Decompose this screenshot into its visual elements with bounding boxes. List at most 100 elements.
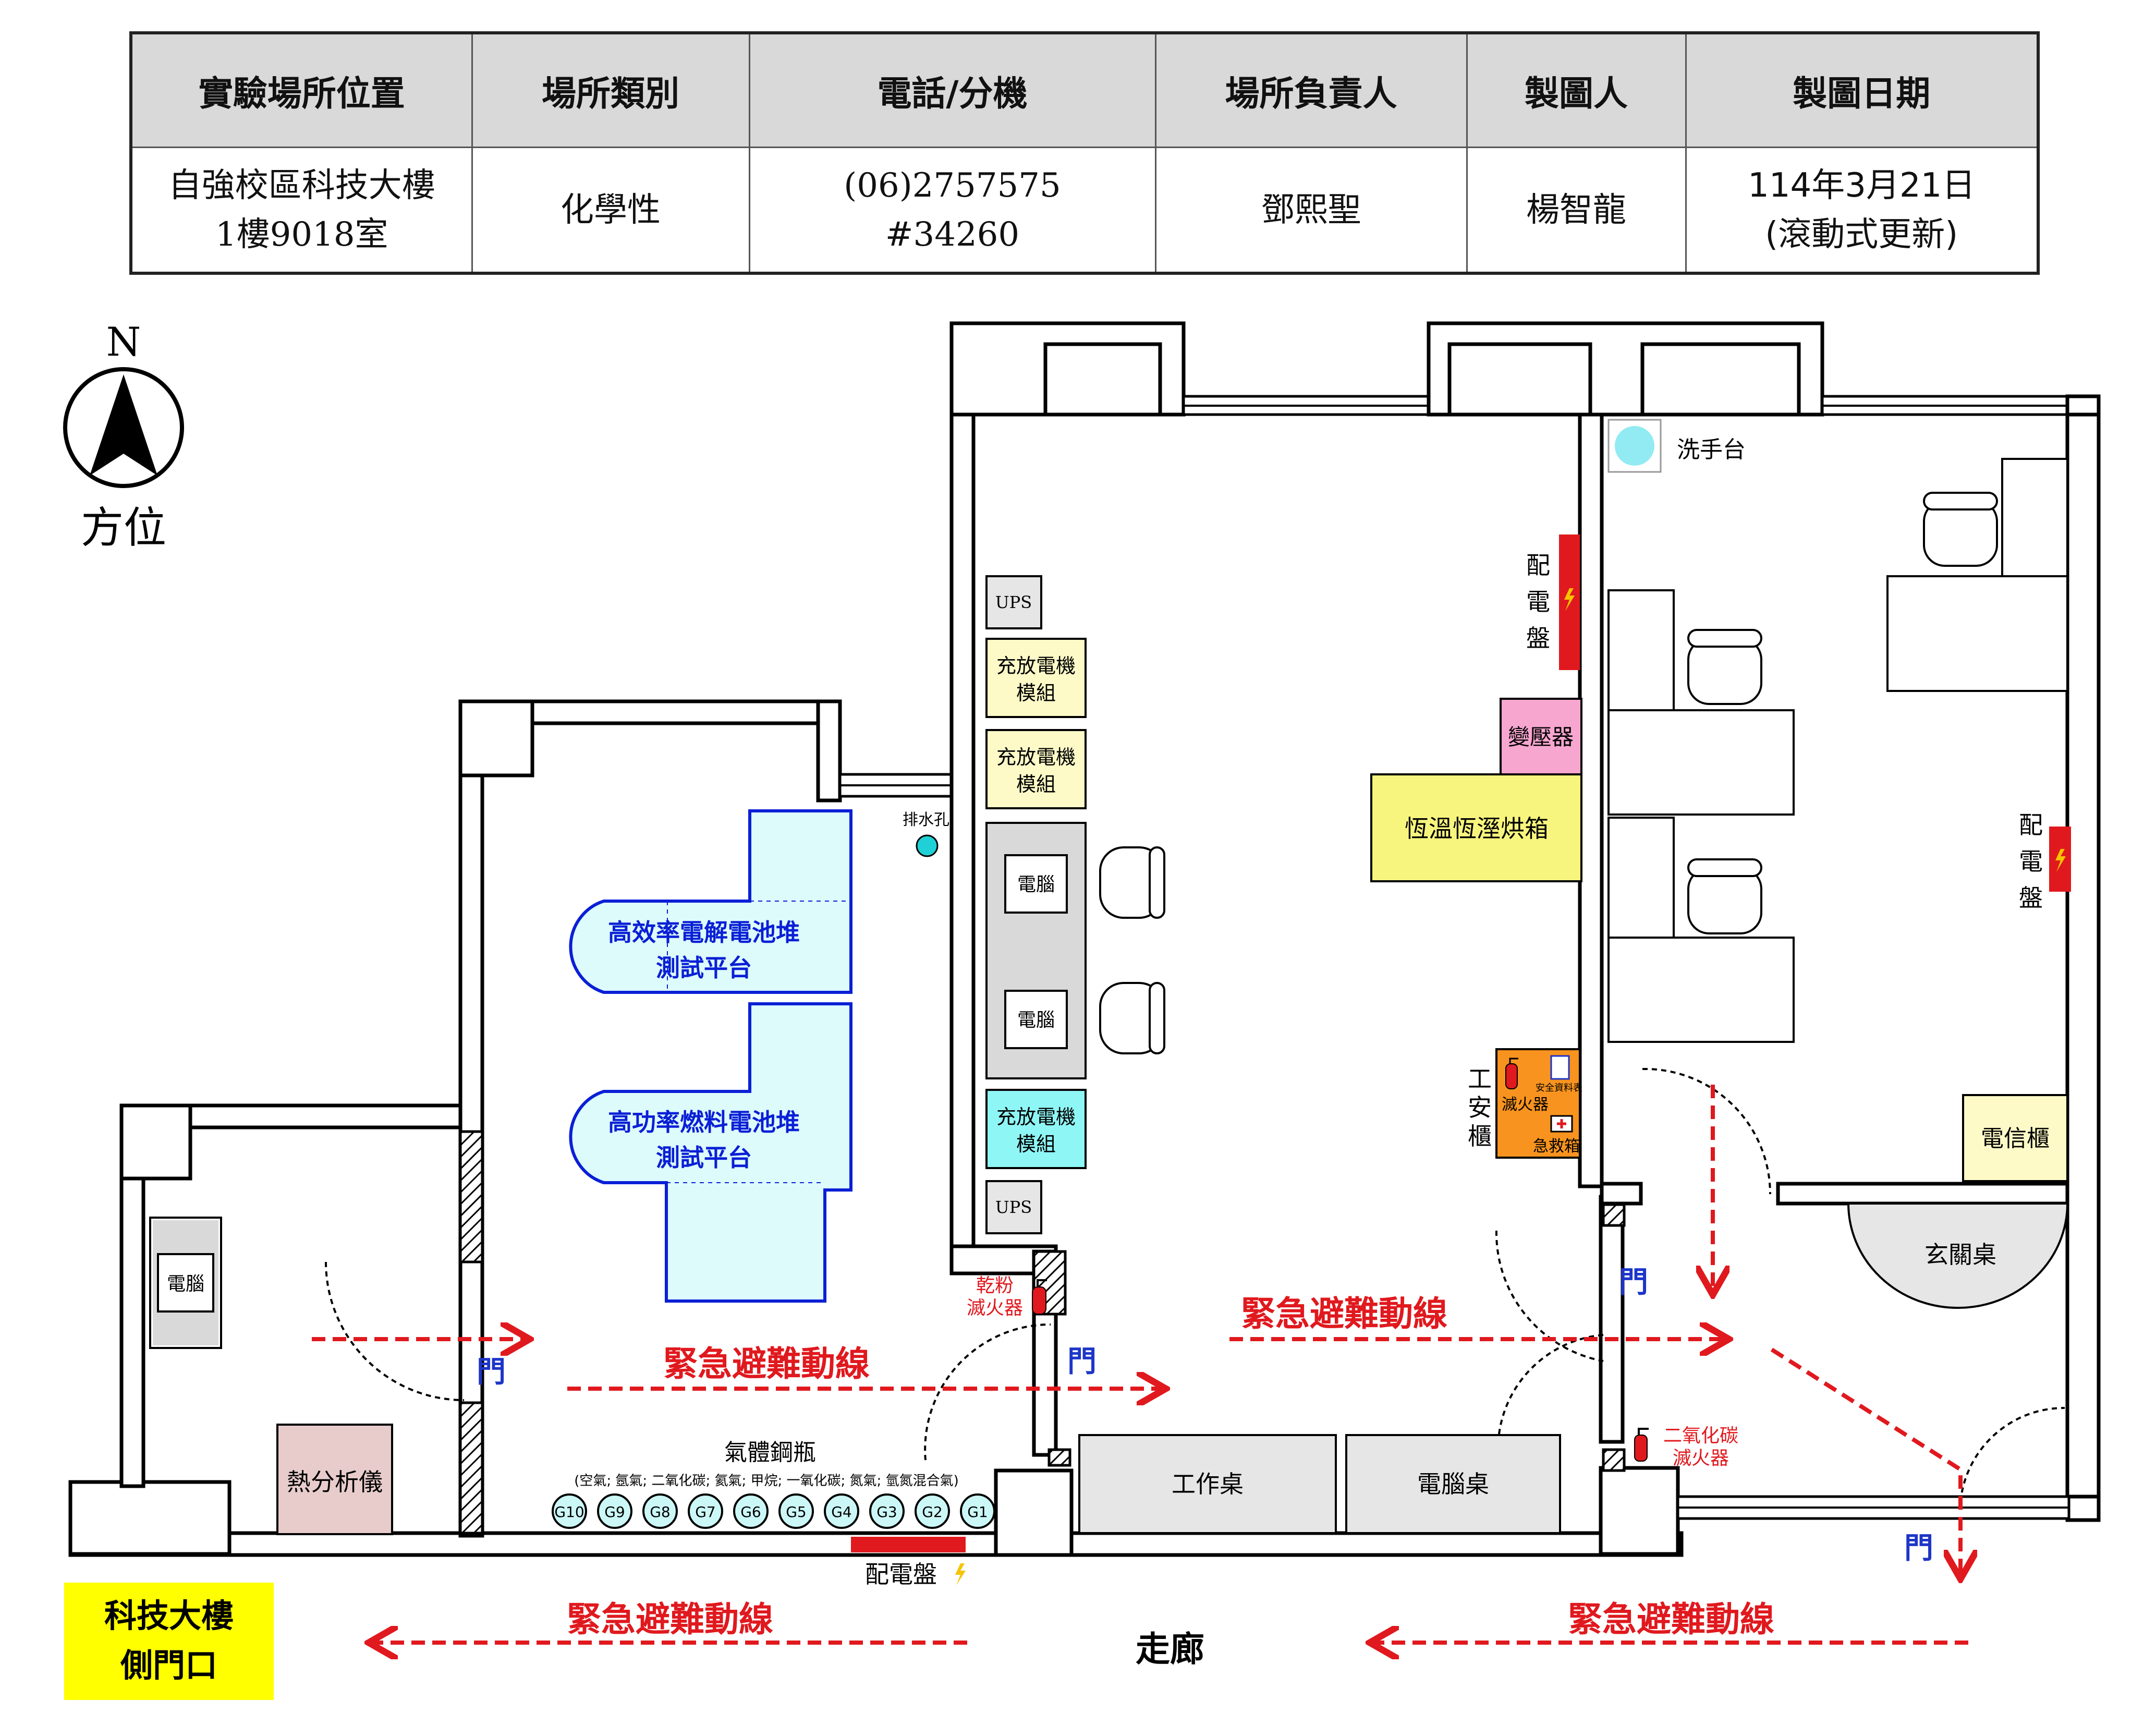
- gas-cylinder-icon: [733, 1493, 769, 1529]
- header-date: 製圖日期: [1685, 32, 2039, 148]
- power-panel-bottom-label: 配電盤: [865, 1560, 937, 1588]
- safety-cabinet-char-3: 櫃: [1468, 1122, 1492, 1150]
- electrolysis-platform: [569, 809, 852, 994]
- info-header-row: 實驗場所位置 場所類別 電話/分機 場所負責人 製圖人 製圖日期: [130, 32, 2039, 148]
- electrolysis-platform-line-2: 測試平台: [656, 954, 752, 982]
- gas-cylinder-icon: [778, 1493, 814, 1529]
- power-panel-office-char-1: 配: [2019, 811, 2043, 839]
- power-panel-mid-char-2: 電: [1526, 588, 1550, 616]
- ups-bottom: [985, 1180, 1042, 1234]
- wall-lab-top: [530, 699, 842, 725]
- fuel-cell-platform-line-2: 測試平台: [656, 1144, 752, 1172]
- desk-top-right-horizontal: [1886, 575, 2068, 692]
- computer-2-box: [1004, 990, 1068, 1049]
- wall-mid-topright-inner: [1447, 342, 1592, 417]
- thermal-analyzer-label: 熱分析儀: [287, 1468, 383, 1496]
- gas-cylinder-label: G2: [922, 1503, 943, 1521]
- header-manager: 場所負責人: [1154, 32, 1468, 148]
- evac-label-corridor-left: 緊急避難動線: [567, 1599, 773, 1639]
- compass-north-letter: N: [106, 319, 141, 365]
- cell-category: 化學性: [471, 147, 750, 274]
- gas-cylinder-g10: G10: [552, 1493, 587, 1529]
- dry-powder-extinguisher-icon: [1032, 1279, 1047, 1315]
- transformer-label: 變壓器: [1508, 724, 1574, 750]
- gas-cylinder-icon: [552, 1493, 587, 1529]
- wall-west-pillar: [119, 1103, 192, 1181]
- gas-cylinder-icon: [915, 1493, 950, 1529]
- foyer-desk: [1847, 1202, 2069, 1309]
- compass-arrow-icon: [90, 374, 157, 476]
- safety-cabinet-extinguisher-icon: [1505, 1058, 1518, 1089]
- evac-arrow-foyer: [1770, 1347, 1960, 1575]
- fuel-cell-platform-line-1: 高功率燃料電池堆: [608, 1108, 800, 1136]
- power-panel-mid-bolt-icon: [1564, 588, 1575, 611]
- gas-cylinder-label: G10: [554, 1503, 584, 1521]
- desk-left-1-horizontal: [1607, 709, 1795, 816]
- gas-cylinder-g8: G8: [642, 1493, 678, 1529]
- office-chair-2: [1687, 629, 1762, 705]
- foyer-desk-label: 玄關桌: [1924, 1241, 1996, 1269]
- evac-label-lab: 緊急避難動線: [663, 1344, 870, 1384]
- header-location: 實驗場所位置: [130, 32, 473, 148]
- power-panel-bottom: [851, 1537, 966, 1552]
- safety-cabinet-char-2: 安: [1468, 1094, 1492, 1122]
- compass-circle: [63, 367, 184, 488]
- transformer: [1500, 698, 1582, 775]
- side-door-line-2: 側門口: [120, 1646, 217, 1684]
- charger-module-3-line-1: 充放電機: [996, 1106, 1076, 1128]
- wall-office-lower: [1776, 1182, 2069, 1206]
- work-table: [1078, 1434, 1337, 1534]
- wall-west-outer: [119, 1176, 145, 1488]
- swing-west: [325, 1261, 465, 1401]
- date-line-2: (滾動式更新): [1765, 215, 1958, 254]
- corridor-label: 走廊: [1136, 1629, 1204, 1669]
- chair-2: [1099, 982, 1165, 1054]
- middle-room: UPS 充放電機 模組 充放電機 模組 電腦 電腦 充放電機 模組 UPS 乾粉…: [967, 534, 1582, 1534]
- evac-label-mid: 緊急避難動線: [1241, 1294, 1447, 1334]
- oven-label: 恆溫恆溼烘箱: [1405, 815, 1549, 843]
- door-label-west: 門: [477, 1355, 506, 1389]
- swing-office: [1642, 1067, 1771, 1195]
- computer-1-label: 電腦: [1017, 874, 1055, 895]
- charger-module-1-line-1: 充放電機: [996, 654, 1076, 677]
- phone-line-1: (06)2757575: [844, 166, 1061, 205]
- first-aid-label: 急救箱: [1533, 1137, 1580, 1156]
- gas-cylinder-g7: G7: [688, 1493, 723, 1529]
- gas-cylinder-g5: G5: [778, 1493, 814, 1529]
- gas-cylinder-g9: G9: [597, 1493, 632, 1529]
- compass-label: 方位: [81, 503, 166, 553]
- office-chair-1: [1923, 492, 1998, 567]
- co2-extinguisher-icon: [1634, 1428, 1649, 1462]
- power-panel-office-char-3: 盤: [2019, 884, 2043, 912]
- power-panel-bottom-bolt-icon: [955, 1563, 966, 1585]
- door-label-office: 門: [1619, 1266, 1648, 1299]
- cell-phone: (06)2757575 #34260: [748, 147, 1156, 274]
- sink-basin-icon: [1615, 426, 1654, 466]
- gas-cylinder-g6: G6: [733, 1493, 769, 1529]
- charger-module-2-line-1: 充放電機: [996, 746, 1076, 769]
- first-aid-icon: [1550, 1115, 1573, 1133]
- gas-cylinder-icon: [869, 1493, 905, 1529]
- office-desks: [1607, 458, 2068, 1043]
- swing-mid: [924, 1323, 1051, 1461]
- jamb-west-bottom: [459, 1401, 484, 1535]
- wall-office-corner: [2065, 1495, 2101, 1522]
- ups-top-label: UPS: [995, 592, 1032, 612]
- phone-line-2: #34260: [885, 215, 1020, 254]
- safety-sheet-label: 安全資料表: [1536, 1083, 1582, 1094]
- gas-cylinder-label: G9: [604, 1503, 625, 1521]
- power-panel-mid-char-3: 盤: [1526, 624, 1550, 652]
- door-jambs: [459, 1130, 1626, 1535]
- gas-cylinder-label: G8: [650, 1503, 671, 1521]
- info-table: 實驗場所位置 場所類別 電話/分機 場所負責人 製圖人 製圖日期 自強校區科技大…: [129, 31, 2040, 275]
- power-panel-office-char-2: 電: [2019, 847, 2043, 876]
- cell-date: 114年3月21日 (滾動式更新): [1685, 147, 2039, 274]
- jamb-office: [1602, 1203, 1626, 1227]
- header-phone: 電話/分機: [748, 32, 1156, 148]
- charger-module-3: [985, 1089, 1087, 1169]
- swing-foyer: [1959, 1406, 2065, 1502]
- wall-office-east: [2065, 412, 2101, 1522]
- swing-mid-right-2: [1498, 1334, 1604, 1435]
- drain-label: 排水孔: [903, 811, 949, 829]
